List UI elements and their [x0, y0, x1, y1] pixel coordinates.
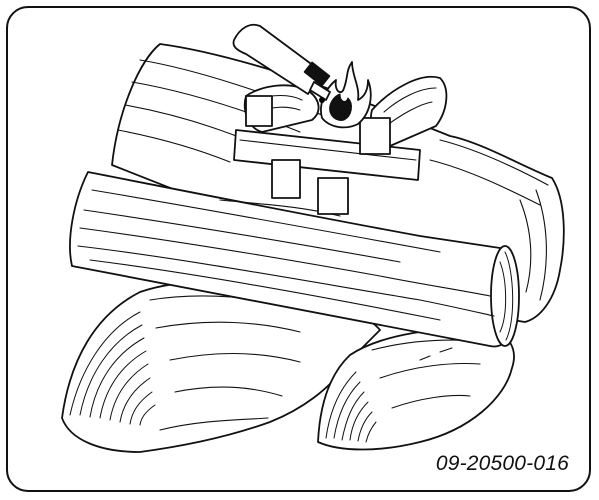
- front-log: [69, 171, 520, 348]
- lighter-icon: [232, 23, 331, 103]
- bottom-left-log: [61, 280, 381, 453]
- top-crossed-logs: [233, 75, 448, 215]
- bottom-right-log: [317, 327, 515, 451]
- part-number-label: 09-20500-016: [435, 452, 569, 475]
- flame-icon: [320, 61, 372, 129]
